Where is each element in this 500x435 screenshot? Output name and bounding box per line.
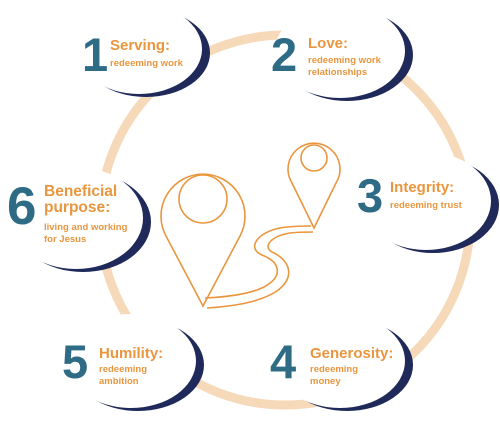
bubble-3 <box>361 152 499 253</box>
small-pin-hole <box>300 144 328 172</box>
item-title: Beneficial purpose: <box>44 183 118 217</box>
item-title: Generosity: <box>310 345 394 362</box>
large-pin-hole <box>178 174 228 224</box>
item-subtitle: redeeming trust <box>390 200 462 211</box>
item-title: Integrity: <box>390 179 455 196</box>
bubble-1 <box>76 4 210 97</box>
item-number: 3 <box>357 169 384 222</box>
bubble-6 <box>9 167 151 272</box>
item-title: Love: <box>308 35 349 52</box>
item-subtitle: redeeming work relationships <box>308 55 381 79</box>
bubble-4 <box>275 314 413 411</box>
item-subtitle: redeeming money <box>310 364 359 388</box>
item-number: 6 <box>7 177 37 236</box>
item-subtitle: redeeming ambition <box>99 364 148 388</box>
item-number: 2 <box>271 28 298 81</box>
journey-illustration <box>160 142 341 309</box>
item-number: 4 <box>270 335 297 388</box>
small-map-pin-icon <box>287 142 341 230</box>
bubble-2 <box>275 4 413 101</box>
item-title: Serving: <box>110 37 171 54</box>
item-number: 1 <box>82 28 109 81</box>
large-map-pin-icon <box>160 173 246 308</box>
bubble-5 <box>66 314 204 411</box>
item-number: 5 <box>62 335 89 388</box>
road-right-edge <box>206 231 314 309</box>
item-title: Humility: <box>99 345 164 362</box>
item-subtitle: redeeming work <box>110 58 183 69</box>
item-subtitle: living and working for Jesus <box>44 222 128 246</box>
road-left-edge <box>204 225 312 299</box>
